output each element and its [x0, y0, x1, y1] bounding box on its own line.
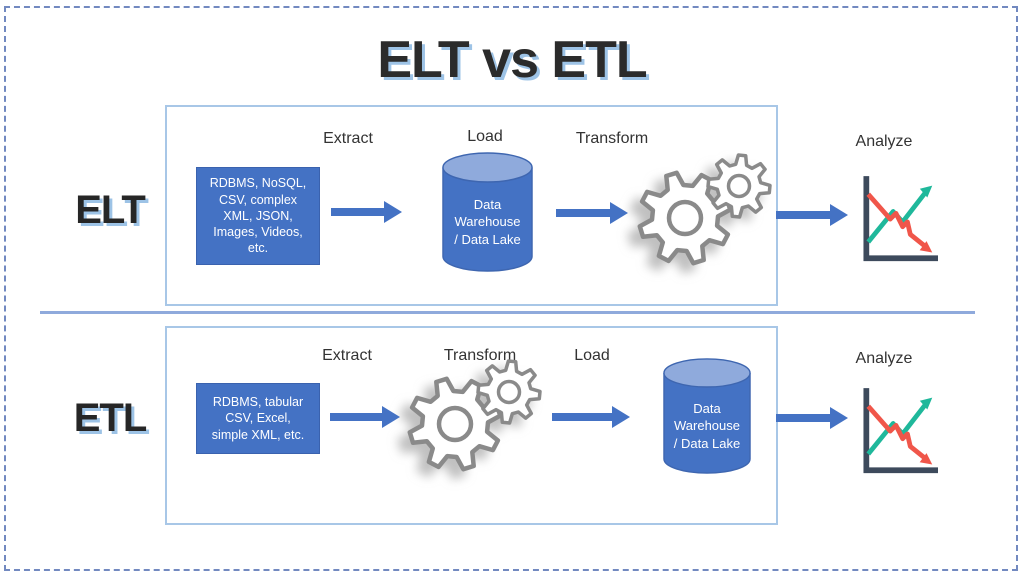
arrow-shaft: [552, 413, 612, 421]
etl-stage-extract-label: Extract: [322, 347, 372, 364]
arrow-head: [384, 201, 402, 223]
arrow-head: [610, 202, 628, 224]
etl-panel: [165, 326, 778, 525]
etl-stage-transform-label: Transform: [443, 347, 517, 364]
row-label-etl: ETL: [73, 396, 148, 440]
database-cylinder-icon: Data Warehouse / Data Lake: [439, 152, 536, 272]
elt-stage-extract-label: Extract: [323, 130, 373, 147]
elt-stage-load-label: Load: [467, 128, 503, 145]
database-cylinder-icon: Data Warehouse / Data Lake: [660, 358, 754, 474]
elt-warehouse-label: Data Warehouse / Data Lake: [454, 196, 521, 247]
row-label-elt: ELT: [75, 188, 146, 232]
arrow-right-icon: [552, 406, 630, 428]
arrow-shaft: [556, 209, 610, 217]
page-title: ELT vs ETL: [377, 31, 647, 89]
gears-icon: [633, 150, 775, 272]
arrow-right-icon: [776, 407, 848, 429]
elt-stage-analyze-label: Analyze: [855, 133, 913, 150]
elt-source-box: RDBMS, NoSQL, CSV, complex XML, JSON, Im…: [196, 167, 320, 265]
arrow-shaft: [776, 414, 830, 422]
etl-source-box: RDBMS, tabular CSV, Excel, simple XML, e…: [196, 383, 320, 454]
arrow-shaft: [331, 208, 384, 216]
arrow-right-icon: [776, 204, 848, 226]
arrow-right-icon: [331, 201, 402, 223]
elt-stage-transform-label: Transform: [575, 130, 649, 147]
arrow-head: [612, 406, 630, 428]
row-divider: [40, 311, 975, 314]
arrow-head: [830, 204, 848, 226]
etl-warehouse-label: Data Warehouse / Data Lake: [673, 400, 741, 451]
arrow-head: [382, 406, 400, 428]
arrow-shaft: [330, 413, 382, 421]
etl-stage-load-label: Load: [574, 347, 610, 364]
etl-stage-analyze-label: Analyze: [855, 350, 913, 367]
arrow-right-icon: [556, 202, 628, 224]
elt-panel: [165, 105, 778, 306]
arrow-head: [830, 407, 848, 429]
arrow-right-icon: [330, 406, 400, 428]
line-chart-icon: [852, 172, 938, 270]
arrow-shaft: [776, 211, 830, 219]
line-chart-icon: [852, 384, 938, 482]
gears-icon: [403, 356, 545, 478]
